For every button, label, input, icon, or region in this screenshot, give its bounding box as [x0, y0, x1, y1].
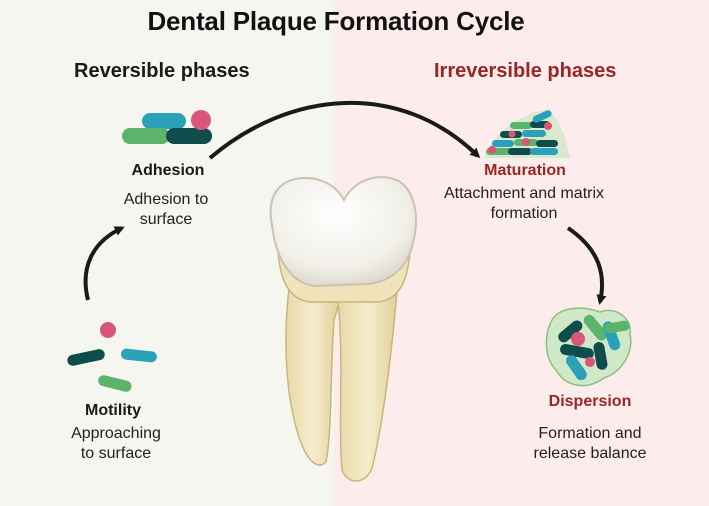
dispersion-description: Formation and release balance [508, 424, 672, 464]
diagram-title: Dental Plaque Formation Cycle [147, 6, 525, 36]
motility-description: Approaching to surface [48, 424, 184, 464]
motility-description-line2: to surface [80, 445, 152, 462]
maturation-description-line1: Attachment and matrix [443, 185, 605, 202]
maturation-description-line2: formation [490, 205, 558, 222]
maturation-label: Maturation [484, 162, 566, 179]
arrow-maturation-to-dispersion [566, 226, 607, 305]
motility-label: Motility [85, 402, 141, 419]
irreversible-phases-heading: Irreversible phases [434, 60, 617, 82]
motility-description-line1: Approaching [71, 425, 161, 442]
maturation-description: Attachment and matrix formation [410, 184, 638, 224]
arrow-motility-to-adhesion [83, 226, 125, 301]
tooth-root-left [285, 278, 341, 466]
arrow-adhesion-to-maturation [208, 100, 481, 160]
maturation-biofilm [484, 110, 570, 158]
adhesion-bacteria-cluster [122, 110, 212, 144]
dispersion-biofilm [545, 307, 632, 387]
dispersion-description-line2: release balance [533, 445, 647, 462]
adhesion-description: Adhesion to surface [96, 190, 236, 230]
tooth-crown [269, 176, 417, 288]
motility-bacteria [67, 322, 157, 392]
adhesion-description-line1: Adhesion to [123, 191, 209, 208]
tooth-illustration [269, 176, 417, 482]
dispersion-label: Dispersion [548, 393, 632, 410]
adhesion-label: Adhesion [131, 162, 205, 179]
dispersion-description-line1: Formation and [538, 425, 642, 442]
tooth-root-right [337, 278, 399, 482]
adhesion-description-line2: surface [139, 211, 193, 228]
reversible-phases-heading: Reversible phases [74, 60, 250, 82]
